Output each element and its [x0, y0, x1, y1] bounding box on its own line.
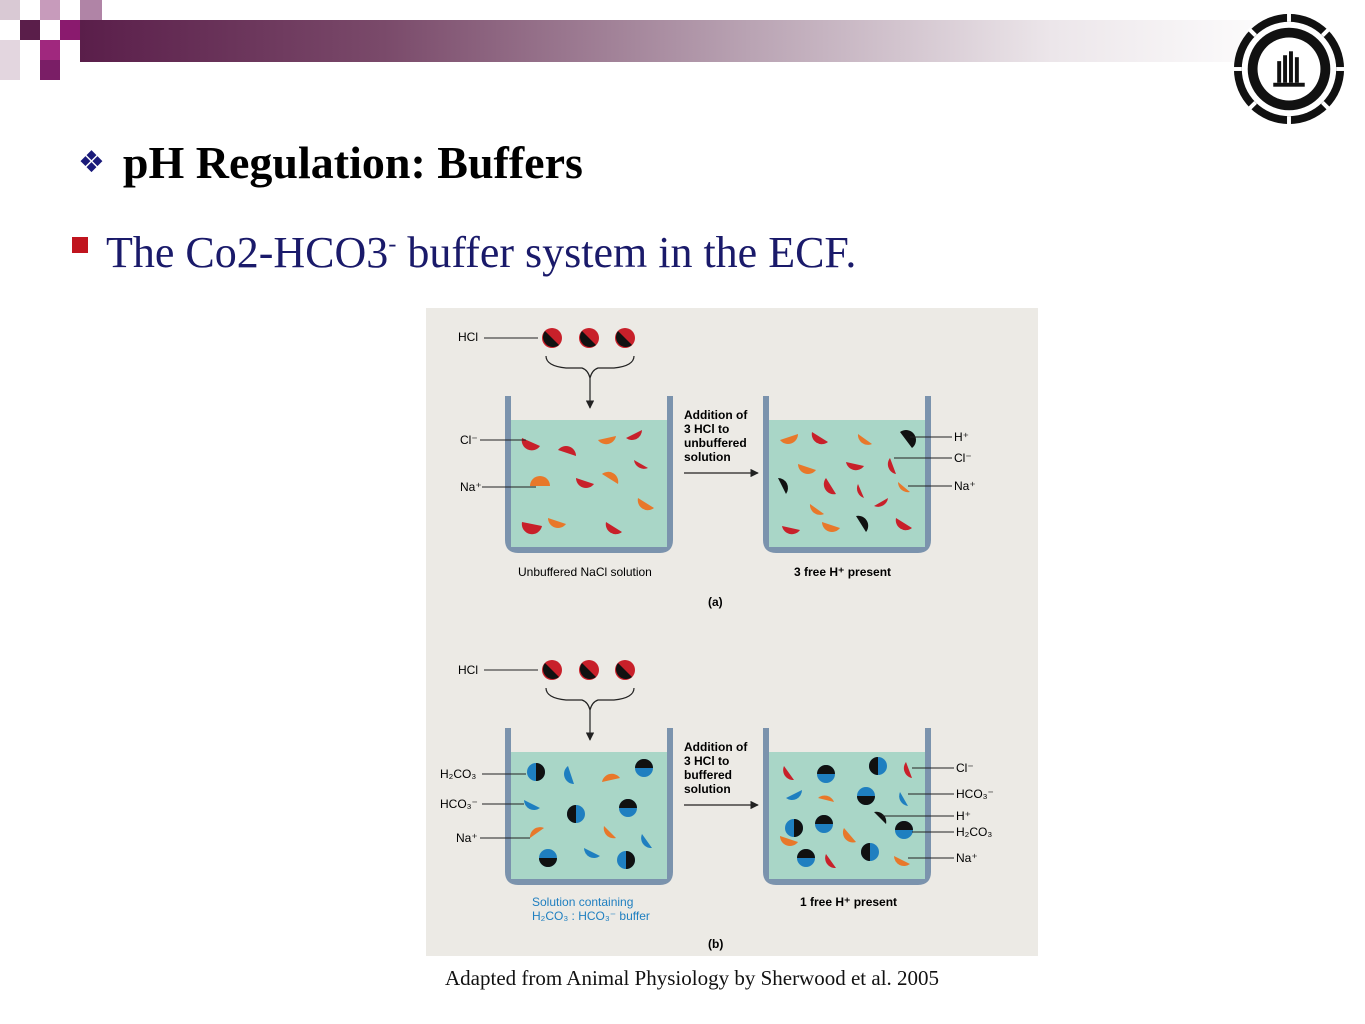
- label-cl: Cl⁻: [956, 761, 974, 775]
- arrow-text-line: 3 HCl to: [684, 422, 729, 436]
- label-cl: Cl⁻: [460, 433, 478, 447]
- label-na: Na⁺: [460, 480, 482, 494]
- bullet-text: The Co2-HCO3- buffer system in the ECF.: [106, 227, 856, 278]
- panel-label: (b): [708, 937, 723, 951]
- arrow-text-line: Addition of: [684, 740, 748, 754]
- label-na: Na⁺: [956, 851, 978, 865]
- bullet-text-sup: -: [388, 230, 397, 257]
- caption-right: 1 free H⁺ present: [800, 895, 897, 909]
- label-h: H⁺: [956, 809, 971, 823]
- hcl-label: HCl: [458, 330, 478, 344]
- label-h2co3: H₂CO₃: [956, 825, 992, 839]
- bullet-text-tail: buffer system in the ECF.: [396, 227, 857, 277]
- ions: [521, 430, 654, 535]
- hcl-molecules: [542, 660, 635, 680]
- arrow-text-line: unbuffered: [684, 436, 747, 450]
- buffer-figure: HCl Cl⁻ Na⁺: [426, 308, 1038, 956]
- arrow-text-line: solution: [684, 782, 731, 796]
- ions: [524, 759, 653, 869]
- right-labels: Cl⁻ HCO₃⁻ H⁺ H₂CO₃ Na⁺: [882, 761, 994, 865]
- arrow-text-line: 3 HCl to: [684, 754, 729, 768]
- beaker: [505, 396, 673, 553]
- corner-square: [0, 40, 20, 80]
- corner-square: [80, 0, 102, 20]
- panel-label: (a): [708, 595, 723, 609]
- ions: [780, 757, 913, 869]
- label-cl: Cl⁻: [954, 451, 972, 465]
- diamond-bullet-icon: ❖: [78, 144, 105, 180]
- corner-square: [0, 0, 20, 20]
- figure-caption: Adapted from Animal Physiology by Sherwo…: [445, 966, 940, 990]
- slide-title: ❖ pH Regulation: Buffers: [78, 132, 583, 192]
- bullet-point: The Co2-HCO3- buffer system in the ECF.: [72, 224, 856, 280]
- beaker: [763, 728, 931, 885]
- hcl-label: HCl: [458, 663, 478, 677]
- label-na: Na⁺: [954, 479, 976, 493]
- hcl-molecules: [542, 328, 635, 348]
- arrow-text-line: solution: [684, 450, 731, 464]
- arrow-text-line: buffered: [684, 768, 732, 782]
- beaker: [505, 728, 673, 885]
- beaker: [763, 396, 931, 553]
- slide-title-text: pH Regulation: Buffers: [122, 136, 583, 188]
- caption-left-line: Solution containing: [532, 895, 633, 909]
- square-bullet-icon: [72, 237, 88, 253]
- caption-right: 3 free H⁺ present: [794, 565, 891, 579]
- arrow-text: Addition of 3 HCl to unbuffered solution: [684, 408, 748, 464]
- label-hco3: HCO₃⁻: [956, 787, 994, 801]
- arrow-text: Addition of 3 HCl to buffered solution: [684, 740, 748, 796]
- right-labels: H⁺ Cl⁻ Na⁺: [894, 430, 976, 493]
- label-h2co3: H₂CO₃: [440, 767, 476, 781]
- caption-left-line: H₂CO₃ : HCO₃⁻ buffer: [532, 909, 650, 923]
- corner-square: [60, 20, 80, 40]
- label-hco3: HCO₃⁻: [440, 797, 478, 811]
- ions: [778, 430, 916, 535]
- corner-square: [20, 20, 40, 40]
- left-labels: H₂CO₃ HCO₃⁻ Na⁺: [440, 767, 530, 845]
- caption-left: Unbuffered NaCl solution: [518, 565, 652, 579]
- corner-square: [40, 0, 60, 20]
- arrow-text-line: Addition of: [684, 408, 748, 422]
- corner-square: [40, 60, 60, 80]
- panel-a: HCl Cl⁻ Na⁺: [458, 328, 976, 609]
- bullet-text-main: The Co2-HCO3: [106, 227, 389, 277]
- header-bar: [80, 20, 1295, 62]
- panel-b: HCl H₂CO₃ HCO: [440, 660, 994, 951]
- corner-square: [40, 40, 60, 60]
- label-h: H⁺: [954, 430, 969, 444]
- label-na: Na⁺: [456, 831, 478, 845]
- university-logo: [1231, 11, 1347, 127]
